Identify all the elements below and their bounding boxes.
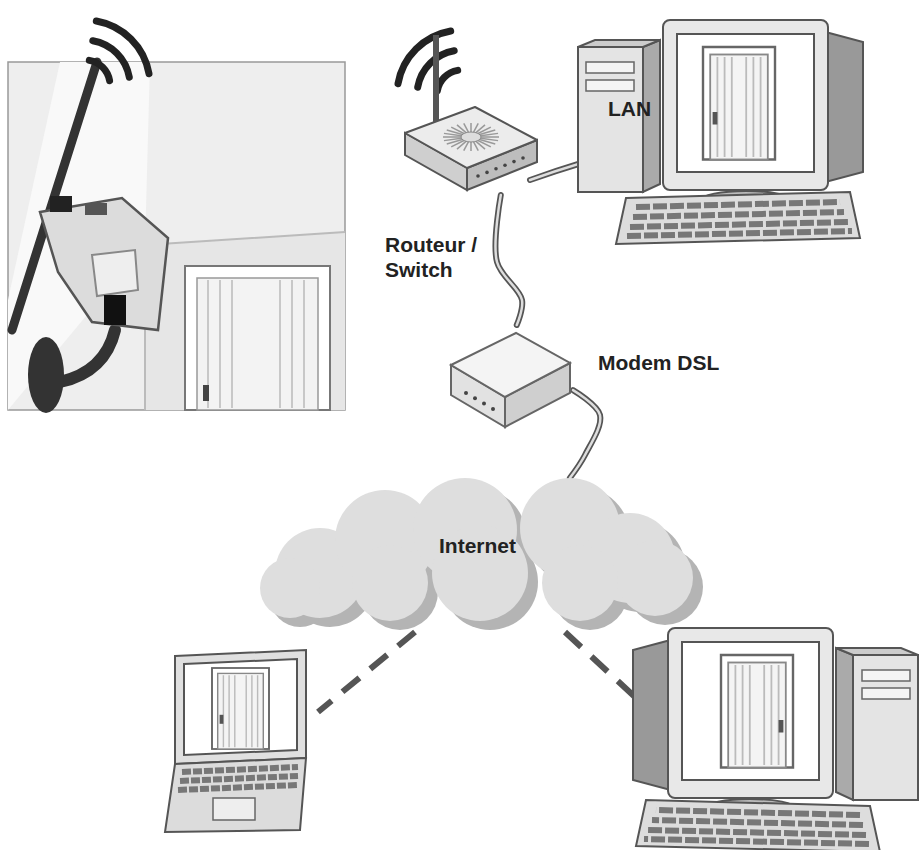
network-label: LAN [608, 96, 651, 121]
back-wall [145, 232, 345, 410]
laptop-touchpad [213, 798, 255, 820]
room-door [185, 266, 330, 410]
wifi-wave [437, 70, 457, 90]
sunburst-ray [470, 142, 472, 151]
node-label: Modem DSL [598, 350, 748, 375]
modem-node: Modem DSL [448, 325, 573, 430]
sunburst-ray [481, 133, 498, 135]
wall-corner [145, 232, 345, 410]
cloud-puff [260, 558, 320, 618]
camera-plug [50, 196, 72, 212]
modem-led [464, 391, 468, 395]
modem-led [473, 396, 477, 400]
camera-joint [104, 295, 126, 325]
sunburst-ray [443, 136, 461, 138]
cable-connector [495, 195, 522, 325]
door-handle [203, 385, 209, 401]
door-leaf [197, 278, 318, 410]
cloud-puff [352, 545, 428, 621]
camera-label [92, 250, 138, 296]
wifi-waves [89, 21, 149, 81]
lan-pc [578, 20, 863, 244]
laptop-keys [178, 767, 298, 790]
screen-door-image [212, 668, 269, 749]
sunburst-ray [451, 127, 464, 133]
cloud-node: Internet [250, 478, 705, 618]
door-curtain [208, 280, 304, 408]
sunburst-center [461, 132, 481, 142]
cable-outline [570, 390, 601, 478]
router-led [512, 160, 516, 164]
laptop-lid [175, 650, 306, 764]
laptop-base [165, 758, 306, 832]
router-sunburst [443, 123, 499, 151]
laptop-screen [184, 659, 297, 755]
remote-pc [633, 628, 918, 850]
router-led [503, 163, 507, 167]
camera-port [85, 203, 107, 215]
remote-link [318, 632, 415, 712]
modem-led [482, 402, 486, 406]
node-label: Internet [250, 533, 705, 558]
cloud-puff [542, 545, 618, 621]
sunburst-ray [481, 136, 499, 138]
wifi-waves [398, 31, 458, 91]
modem-top [451, 333, 570, 397]
router-led [476, 174, 480, 178]
wifi-wave [398, 31, 451, 84]
node-label: Routeur / Switch [385, 232, 493, 282]
cable-outline [495, 195, 522, 325]
modem-outline [448, 325, 573, 430]
camera-wall-mount [28, 337, 64, 413]
sunburst-ray [464, 123, 469, 132]
modem-led [491, 407, 495, 411]
router-led [521, 156, 525, 160]
wifi-wave [89, 60, 109, 80]
wifi-wave [93, 41, 130, 77]
camera-mount-arm [60, 330, 115, 382]
sunburst-ray [470, 123, 472, 132]
ip-camera-body [40, 198, 168, 330]
sunburst-ray [444, 138, 461, 140]
wifi-wave [96, 21, 149, 74]
sunburst-ray [474, 142, 479, 151]
router-led [494, 167, 498, 171]
cloud-puff [617, 540, 693, 616]
router-outline [400, 35, 540, 195]
sunburst-ray [478, 141, 491, 147]
cable-connector [570, 390, 601, 478]
cable-core [570, 390, 601, 478]
router-antenna [433, 35, 439, 127]
router-node: Routeur / Switch [400, 35, 540, 195]
cable-core [495, 195, 522, 325]
router-led [485, 171, 489, 175]
router-top [405, 107, 537, 168]
